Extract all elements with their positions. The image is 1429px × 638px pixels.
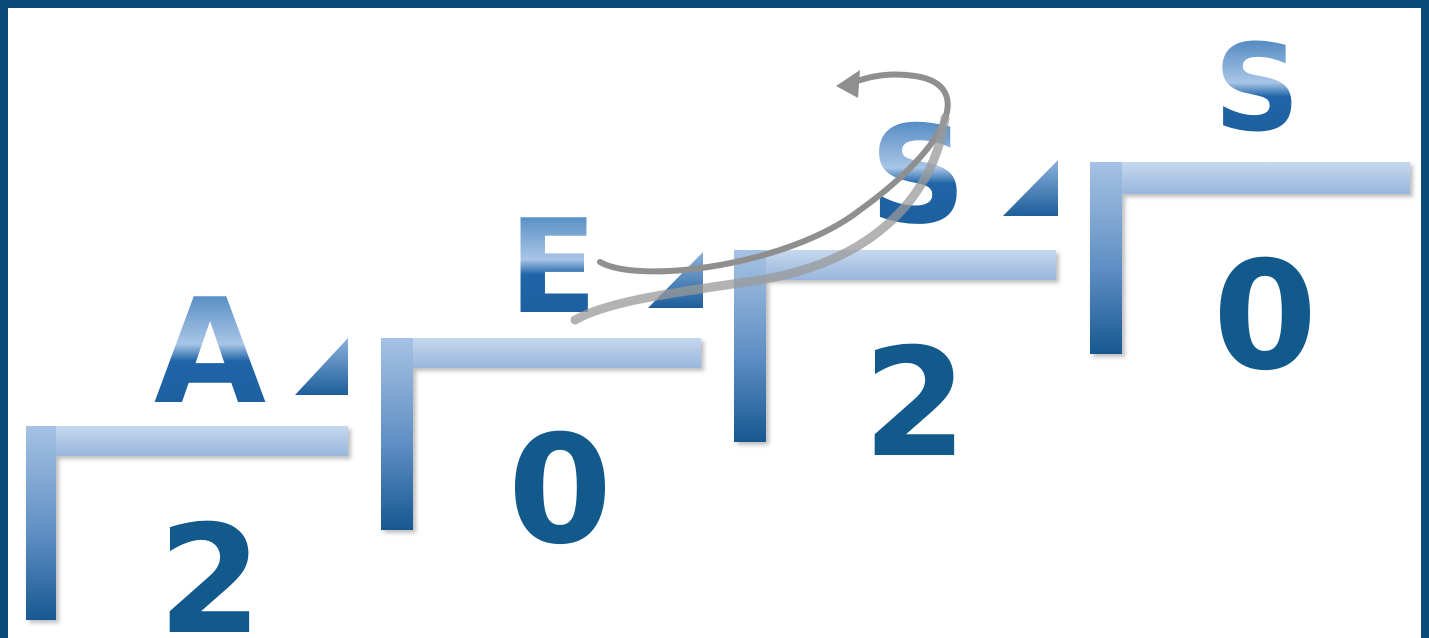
step-bracket — [1090, 162, 1410, 354]
step-digit: 0 — [1213, 230, 1317, 404]
step-bracket — [381, 338, 701, 530]
step-1: 2 A — [26, 268, 348, 638]
step-digit: 2 — [863, 317, 967, 491]
curved-arrow-icon — [570, 70, 951, 325]
step-letter: S — [1214, 20, 1300, 159]
step-triangle — [1003, 160, 1058, 216]
step-4: 0 S — [1090, 20, 1410, 404]
step-digit: 0 — [508, 404, 612, 578]
step-letter: A — [154, 268, 266, 437]
canvas — [8, 8, 1421, 638]
step-bracket — [26, 426, 348, 620]
step-digit: 2 — [158, 494, 262, 638]
step-triangle — [295, 338, 348, 395]
